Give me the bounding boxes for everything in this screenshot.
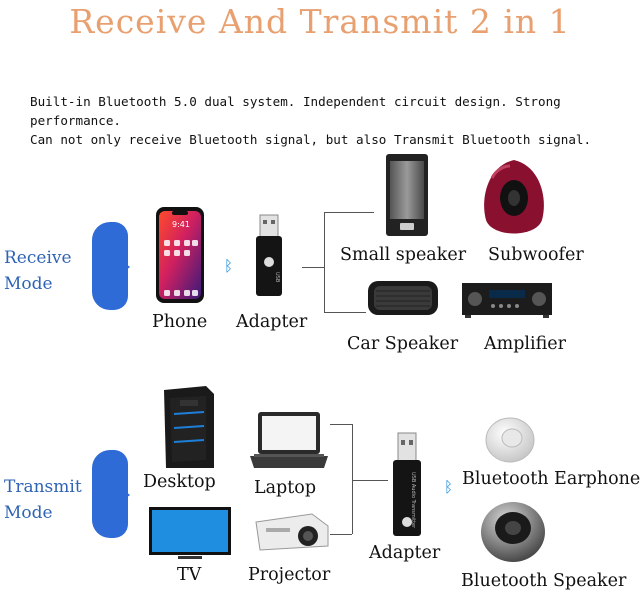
receive-mode-label-line1: Receive — [4, 248, 72, 268]
receive-mode-label-line2: Mode — [4, 274, 53, 294]
bluetooth-icon: ᛒ — [444, 478, 454, 496]
adapter-label-transmit: Adapter — [369, 543, 441, 563]
amplifier-icon — [462, 283, 552, 318]
tv-label: TV — [177, 565, 202, 585]
bt-earphone-label: Bluetooth Earphone — [462, 469, 640, 489]
amplifier-label: Amplifier — [484, 334, 567, 354]
svg-text:USB: USB — [274, 272, 280, 283]
svg-text:USB Audio Transmitter: USB Audio Transmitter — [410, 472, 416, 529]
bluetooth-speaker-icon — [481, 502, 545, 562]
receive-mode-label: Receive Mode — [4, 245, 72, 297]
phone-clock: 9:41 — [172, 220, 190, 229]
transmit-mode-label-line2: Mode — [4, 503, 53, 523]
connector-line — [302, 267, 324, 268]
car-speaker-icon — [368, 281, 438, 315]
small-speaker-label: Small speaker — [340, 245, 467, 265]
tv-icon — [149, 507, 231, 559]
page-title: Receive And Transmit 2 in 1 — [69, 2, 571, 41]
transmit-mode-label-line1: Transmit — [4, 477, 82, 497]
bluetooth-icon: ᛒ — [224, 257, 234, 275]
chevron-right-icon — [118, 258, 130, 276]
adapter-label-receive: Adapter — [236, 312, 308, 332]
projector-icon — [255, 513, 329, 551]
connector-line — [324, 212, 374, 213]
laptop-label: Laptop — [254, 478, 317, 498]
usb-adapter-icon: USB Audio Transmitter — [393, 432, 421, 536]
connector-line — [324, 312, 366, 313]
connector-line — [352, 480, 388, 481]
projector-label: Projector — [248, 565, 331, 585]
laptop-icon — [250, 412, 328, 468]
connector-line — [352, 424, 353, 534]
car-speaker-label: Car Speaker — [347, 334, 459, 354]
description-line-2: Can not only receive Bluetooth signal, b… — [30, 132, 592, 147]
subwoofer-icon — [484, 160, 544, 234]
desktop-label: Desktop — [143, 472, 216, 492]
desktop-icon — [164, 386, 214, 468]
speaker-icon — [386, 154, 428, 236]
connector-line — [324, 212, 325, 313]
subwoofer-label: Subwoofer — [488, 245, 584, 265]
connector-line — [330, 424, 352, 425]
chevron-right-icon — [118, 486, 130, 504]
bt-speaker-label: Bluetooth Speaker — [461, 571, 627, 591]
transmit-mode-label: Transmit Mode — [4, 474, 82, 526]
phone-label: Phone — [152, 312, 208, 332]
earphone-icon — [485, 417, 535, 463]
description: Built-in Bluetooth 5.0 dual system. Inde… — [30, 92, 640, 149]
usb-adapter-icon: USB — [256, 214, 282, 296]
phone-icon — [156, 207, 204, 303]
connector-line — [330, 534, 352, 535]
description-line-1: Built-in Bluetooth 5.0 dual system. Inde… — [30, 94, 561, 128]
